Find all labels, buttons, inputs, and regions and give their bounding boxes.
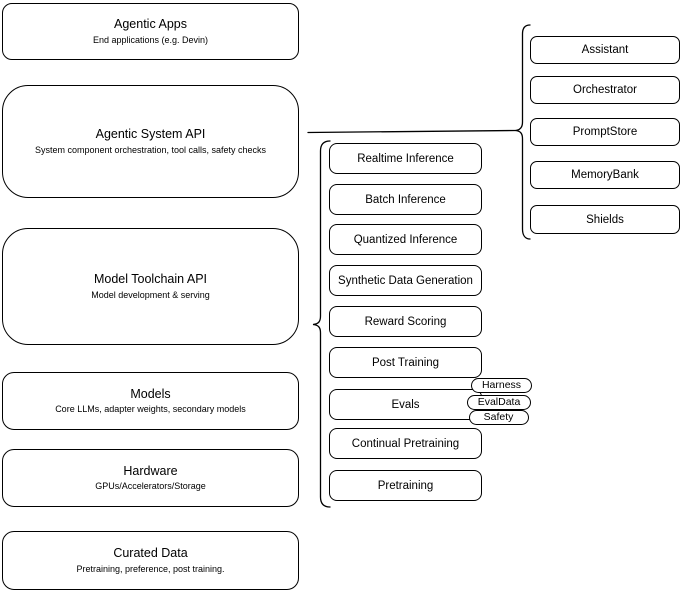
layer-models: Models Core LLMs, adapter weights, secon… [2, 372, 299, 430]
toolchain-item-batch-inference: Batch Inference [329, 184, 482, 215]
eval-tag-safety: Safety [468, 410, 529, 425]
component-assistant: Assistant [530, 36, 680, 64]
toolchain-brace [312, 140, 331, 508]
component-label: Assistant [581, 44, 629, 56]
layer-hardware: Hardware GPUs/Accelerators/Storage [2, 449, 299, 507]
toolchain-item-label: Evals [391, 398, 420, 411]
layer-title: Agentic System API [95, 127, 206, 142]
layer-agentic-system-api: Agentic System API System component orch… [2, 85, 299, 198]
component-shields: Shields [530, 205, 680, 234]
toolchain-item-post-training: Post Training [329, 347, 482, 378]
component-label: MemoryBank [571, 169, 639, 181]
toolchain-item-label: Batch Inference [365, 193, 446, 206]
components-brace [515, 24, 531, 240]
component-label: Orchestrator [573, 84, 637, 96]
toolchain-item-synthetic-data-generation: Synthetic Data Generation [329, 265, 482, 296]
toolchain-item-reward-scoring: Reward Scoring [329, 306, 482, 337]
toolchain-item-label: Pretraining [377, 479, 434, 492]
eval-tag-harness: Harness [471, 377, 532, 393]
eval-tag-evaldata: EvalData [467, 394, 531, 410]
layer-title: Model Toolchain API [93, 272, 208, 287]
component-label: PromptStore [572, 126, 638, 138]
toolchain-item-pretraining: Pretraining [329, 470, 482, 501]
layer-subtitle: System component orchestration, tool cal… [34, 144, 267, 155]
component-memorybank: MemoryBank [530, 161, 680, 189]
api-to-components-connector-line [307, 129, 517, 134]
layer-title: Models [130, 386, 171, 401]
eval-tag-label: Harness [481, 379, 522, 391]
component-label: Shields [586, 213, 624, 226]
eval-tag-label: EvalData [477, 395, 521, 408]
toolchain-item-realtime-inference: Realtime Inference [329, 143, 482, 174]
layer-subtitle: End applications (e.g. Devin) [92, 34, 209, 45]
toolchain-item-label: Realtime Inference [357, 152, 454, 165]
toolchain-item-continual-pretraining: Continual Pretraining [329, 428, 482, 459]
component-promptstore: PromptStore [530, 118, 680, 146]
toolchain-item-label: Synthetic Data Generation [338, 274, 473, 287]
toolchain-item-label: Quantized Inference [353, 233, 458, 246]
layer-title: Hardware [123, 463, 178, 478]
layer-subtitle: Core LLMs, adapter weights, secondary mo… [55, 404, 246, 415]
eval-tag-label: Safety [483, 411, 514, 423]
layer-agentic-apps: Agentic Apps End applications (e.g. Devi… [2, 3, 299, 60]
toolchain-item-label: Continual Pretraining [351, 437, 460, 450]
layer-title: Curated Data [113, 546, 188, 561]
toolchain-item-label: Post Training [371, 356, 440, 369]
layer-curated-data: Curated Data Pretraining, preference, po… [2, 531, 299, 590]
component-orchestrator: Orchestrator [530, 76, 680, 104]
layer-subtitle: GPUs/Accelerators/Storage [95, 481, 206, 492]
layer-title: Agentic Apps [114, 17, 187, 32]
toolchain-item-label: Reward Scoring [364, 315, 447, 328]
layer-subtitle: Model development & serving [91, 289, 210, 300]
toolchain-item-evals: Evals [329, 389, 482, 420]
layer-subtitle: Pretraining, preference, post training. [76, 563, 225, 574]
toolchain-item-quantized-inference: Quantized Inference [329, 224, 482, 255]
layer-model-toolchain-api: Model Toolchain API Model development & … [2, 228, 299, 345]
